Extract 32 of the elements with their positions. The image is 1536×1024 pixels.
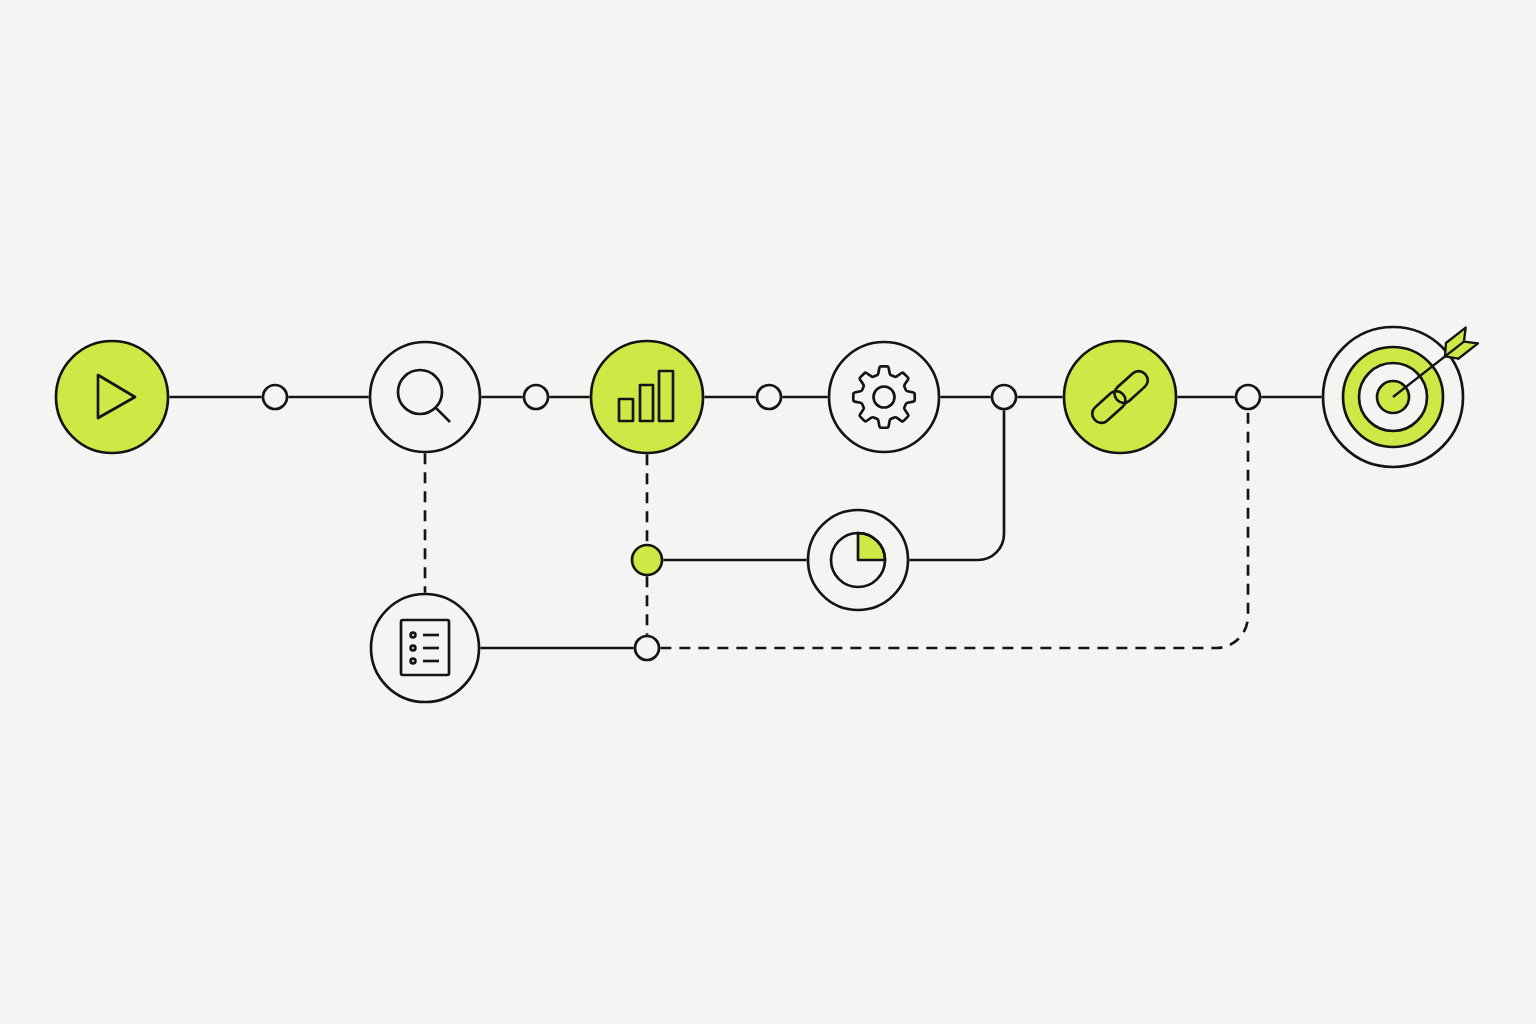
dashed-line	[645, 576, 649, 635]
connector-dot	[261, 383, 289, 411]
line	[480, 646, 634, 650]
line	[481, 395, 523, 399]
line	[704, 395, 756, 399]
circle	[589, 339, 705, 455]
circle	[368, 340, 482, 454]
dashed-line	[645, 454, 649, 544]
dashed-line	[423, 453, 427, 593]
connector-dot	[633, 634, 661, 662]
connector-dot	[755, 383, 783, 411]
dashed-line	[660, 410, 1250, 650]
connector-dot	[1234, 383, 1262, 411]
circle	[54, 339, 170, 455]
target	[1321, 325, 1465, 469]
line	[909, 410, 1006, 562]
circle	[369, 592, 481, 704]
circle	[827, 340, 941, 454]
circle	[806, 508, 910, 612]
line	[549, 395, 590, 399]
line	[940, 395, 991, 399]
line	[288, 395, 369, 399]
circle	[1062, 339, 1178, 455]
connector-dot	[630, 543, 664, 577]
connector-dot	[522, 383, 550, 411]
line	[1261, 395, 1322, 399]
line	[1017, 395, 1063, 399]
connector-dot	[990, 383, 1018, 411]
line	[782, 395, 828, 399]
line	[663, 558, 807, 562]
line	[169, 395, 262, 399]
line	[1177, 395, 1235, 399]
